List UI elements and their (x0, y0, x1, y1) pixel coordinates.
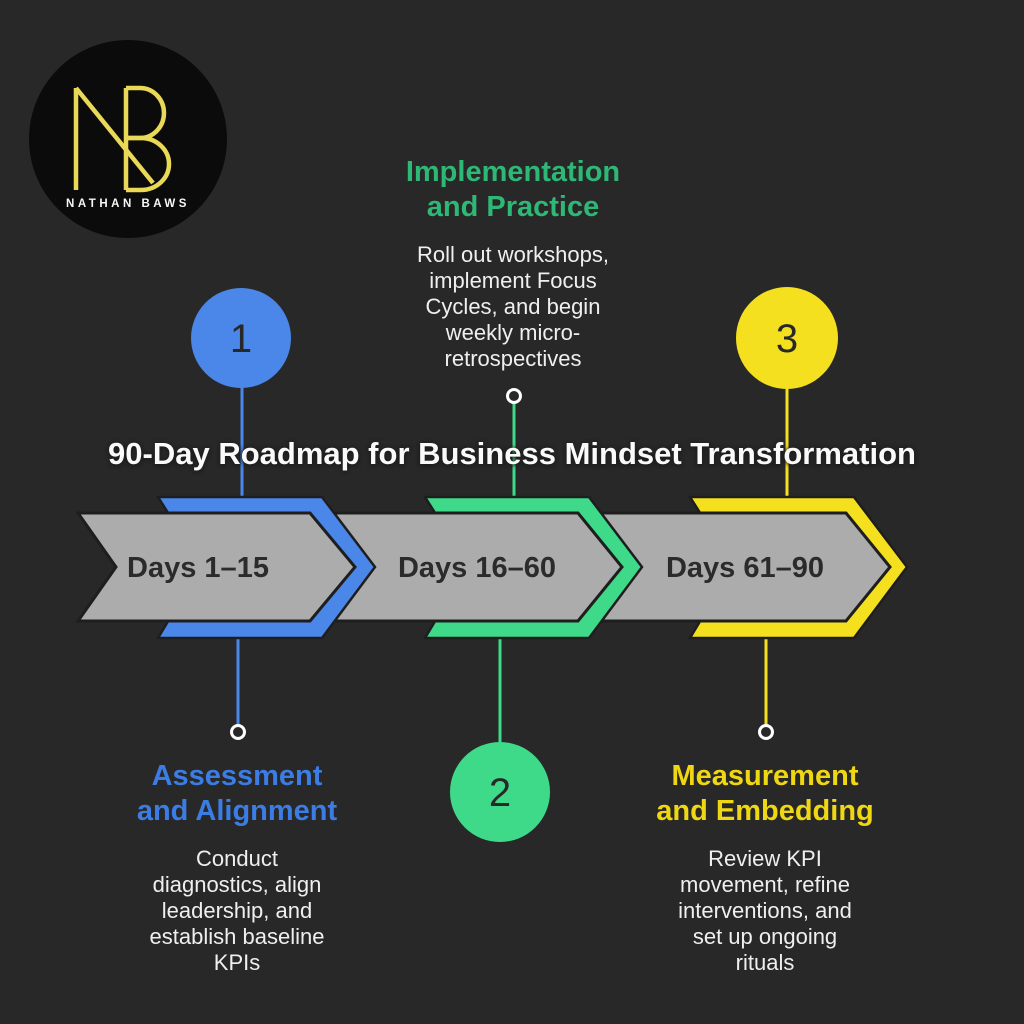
phase-3-node (736, 287, 838, 389)
phase-2-description: Roll out workshops, implement Focus Cycl… (417, 242, 609, 371)
timeline-segment-1-label: Days 1–15 (127, 552, 269, 584)
phase-2-connector-dot (506, 388, 522, 404)
phase-2-node (450, 742, 550, 842)
phase-3-connector-dot (758, 724, 774, 740)
brand-name: NATHAN BAWS (66, 198, 190, 210)
timeline-segment-2-label: Days 16–60 (398, 552, 556, 584)
phase-1-node (191, 288, 291, 388)
page-title: 90-Day Roadmap for Business Mindset Tran… (108, 436, 916, 471)
phase-2-block: Implementation and Practice Roll out wor… (363, 155, 663, 371)
phase-1-description: Conduct diagnostics, align leadership, a… (149, 846, 325, 975)
timeline-segment-3-label: Days 61–90 (666, 552, 824, 584)
timeline-segment-1 (75, 511, 357, 623)
phase-3-description: Review KPI movement, refine intervention… (678, 846, 852, 975)
brand-monogram-icon (73, 85, 172, 193)
phase-1-title: Assessment and Alignment (136, 760, 338, 827)
phase-3-number: 3 (776, 317, 798, 361)
phase-2-number: 2 (489, 771, 511, 815)
phase-3-block: Measurement and Embedding Review KPI mov… (625, 759, 905, 975)
phase-2-title: Implementation and Practice (405, 156, 621, 223)
phase-1-block: Assessment and Alignment Conduct diagnos… (97, 759, 377, 975)
phase-3-title: Measurement and Embedding (656, 760, 874, 827)
phase-1-number: 1 (230, 317, 252, 361)
phase-1-connector-dot (230, 724, 246, 740)
brand-logo: NATHAN BAWS (29, 40, 227, 238)
